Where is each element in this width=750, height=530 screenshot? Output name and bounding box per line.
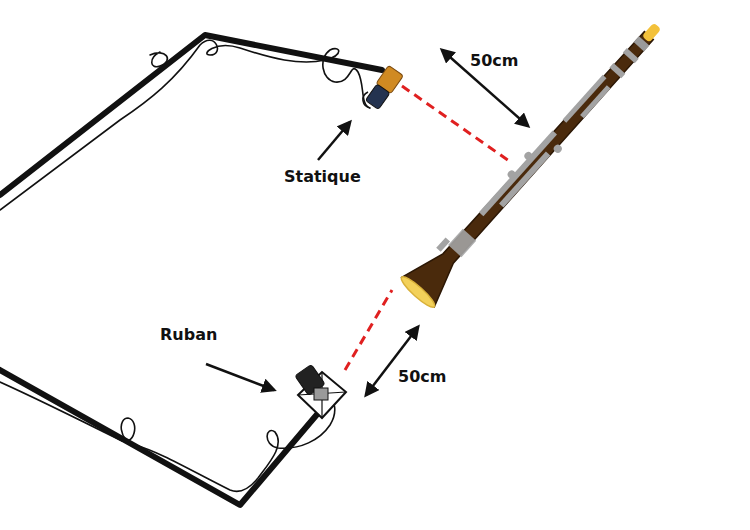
bottom-stand xyxy=(0,370,335,505)
clarinet xyxy=(398,11,674,310)
mic-label: Ruban xyxy=(160,326,217,344)
ribbon-microphone xyxy=(295,364,346,418)
dimension-label: 50cm xyxy=(398,368,446,386)
leader-arrow xyxy=(206,364,274,390)
mic-clip xyxy=(363,92,370,108)
dimension-label: 50cm xyxy=(470,52,518,70)
dimension-arrow xyxy=(442,50,528,126)
mic-label: Statique xyxy=(284,168,361,186)
top-stand xyxy=(0,35,382,210)
leader-arrow xyxy=(318,122,350,160)
distance-line xyxy=(345,290,392,370)
static-microphone xyxy=(365,65,404,110)
